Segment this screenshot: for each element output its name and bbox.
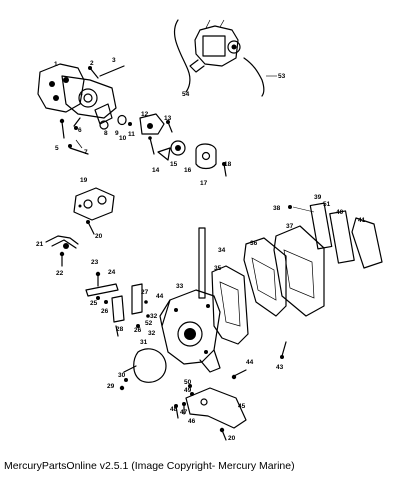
callout-45: 45 (238, 403, 246, 410)
callout-50: 50 (184, 379, 192, 386)
callout-49: 49 (184, 387, 192, 394)
callout-37: 37 (286, 223, 294, 230)
callout-27: 27 (141, 289, 149, 296)
callout-52: 52 (145, 320, 153, 327)
callout-18: 18 (224, 161, 232, 168)
callout-31: 31 (140, 339, 148, 346)
callout-25: 25 (90, 300, 98, 307)
callout-33: 33 (176, 283, 184, 290)
callout-11: 11 (128, 131, 135, 138)
callout-29: 29 (107, 383, 115, 390)
callout-3: 3 (112, 57, 116, 64)
callout-16: 16 (184, 167, 192, 174)
callout-10: 10 (119, 135, 127, 142)
bottom-bracket-group (174, 384, 247, 441)
callout-12: 12 (141, 111, 149, 118)
callout-24: 24 (108, 269, 116, 276)
callout-39: 39 (314, 194, 322, 201)
carburetor-cover-group (37, 63, 227, 177)
callout-38: 38 (273, 205, 281, 212)
callout-21: 21 (36, 241, 44, 248)
callout-17: 17 (200, 180, 208, 187)
callout-35: 35 (214, 265, 222, 272)
callout-44b: 44 (246, 359, 254, 366)
parts-exploded-diagram: 1 2 3 4 5 6 7 8 9 10 11 12 13 14 15 16 1… (36, 19, 383, 442)
callout-34: 34 (218, 247, 226, 254)
callout-13: 13 (164, 115, 172, 122)
copyright-caption: MercuryPartsOnline v2.5.1 (Image Copyrig… (4, 460, 295, 472)
reed-block-assembly (243, 202, 383, 359)
callout-5: 5 (55, 145, 59, 152)
callout-2: 2 (90, 60, 94, 67)
callout-53: 53 (278, 73, 286, 80)
callout-47: 47 (180, 409, 188, 416)
callout-14: 14 (152, 167, 160, 174)
callout-4: 4 (79, 91, 83, 98)
callout-54: 54 (182, 91, 190, 98)
callout-40: 40 (336, 209, 344, 216)
callout-32b: 32 (150, 313, 158, 320)
callout-44: 44 (156, 293, 164, 300)
callout-22: 22 (56, 270, 64, 277)
callout-8: 8 (104, 130, 108, 137)
linkage-parts (85, 271, 167, 391)
callout-36: 36 (250, 240, 258, 247)
callout-9: 9 (115, 130, 119, 137)
callout-43: 43 (276, 364, 284, 371)
callout-32: 32 (148, 330, 156, 337)
callout-26: 26 (101, 308, 109, 315)
callout-28: 28 (116, 326, 124, 333)
callout-41: 41 (358, 217, 366, 224)
callout-26b: 26 (134, 327, 142, 334)
callout-30: 30 (118, 372, 126, 379)
fuel-pump-assembly (173, 19, 277, 97)
callout-20b: 20 (228, 435, 236, 442)
callout-46: 46 (188, 418, 196, 425)
callout-1: 1 (54, 61, 58, 68)
bracket-group-left (45, 187, 115, 267)
main-housing (159, 227, 249, 380)
callout-6: 6 (78, 127, 82, 134)
callout-15: 15 (170, 161, 178, 168)
callout-labels: 1 2 3 4 5 6 7 8 9 10 11 12 13 14 15 16 1… (36, 57, 366, 442)
callout-23: 23 (91, 259, 99, 266)
callout-19: 19 (80, 177, 88, 184)
callout-20: 20 (95, 233, 103, 240)
callout-51: 51 (323, 201, 331, 208)
callout-7: 7 (84, 149, 88, 156)
callout-48: 48 (170, 406, 178, 413)
